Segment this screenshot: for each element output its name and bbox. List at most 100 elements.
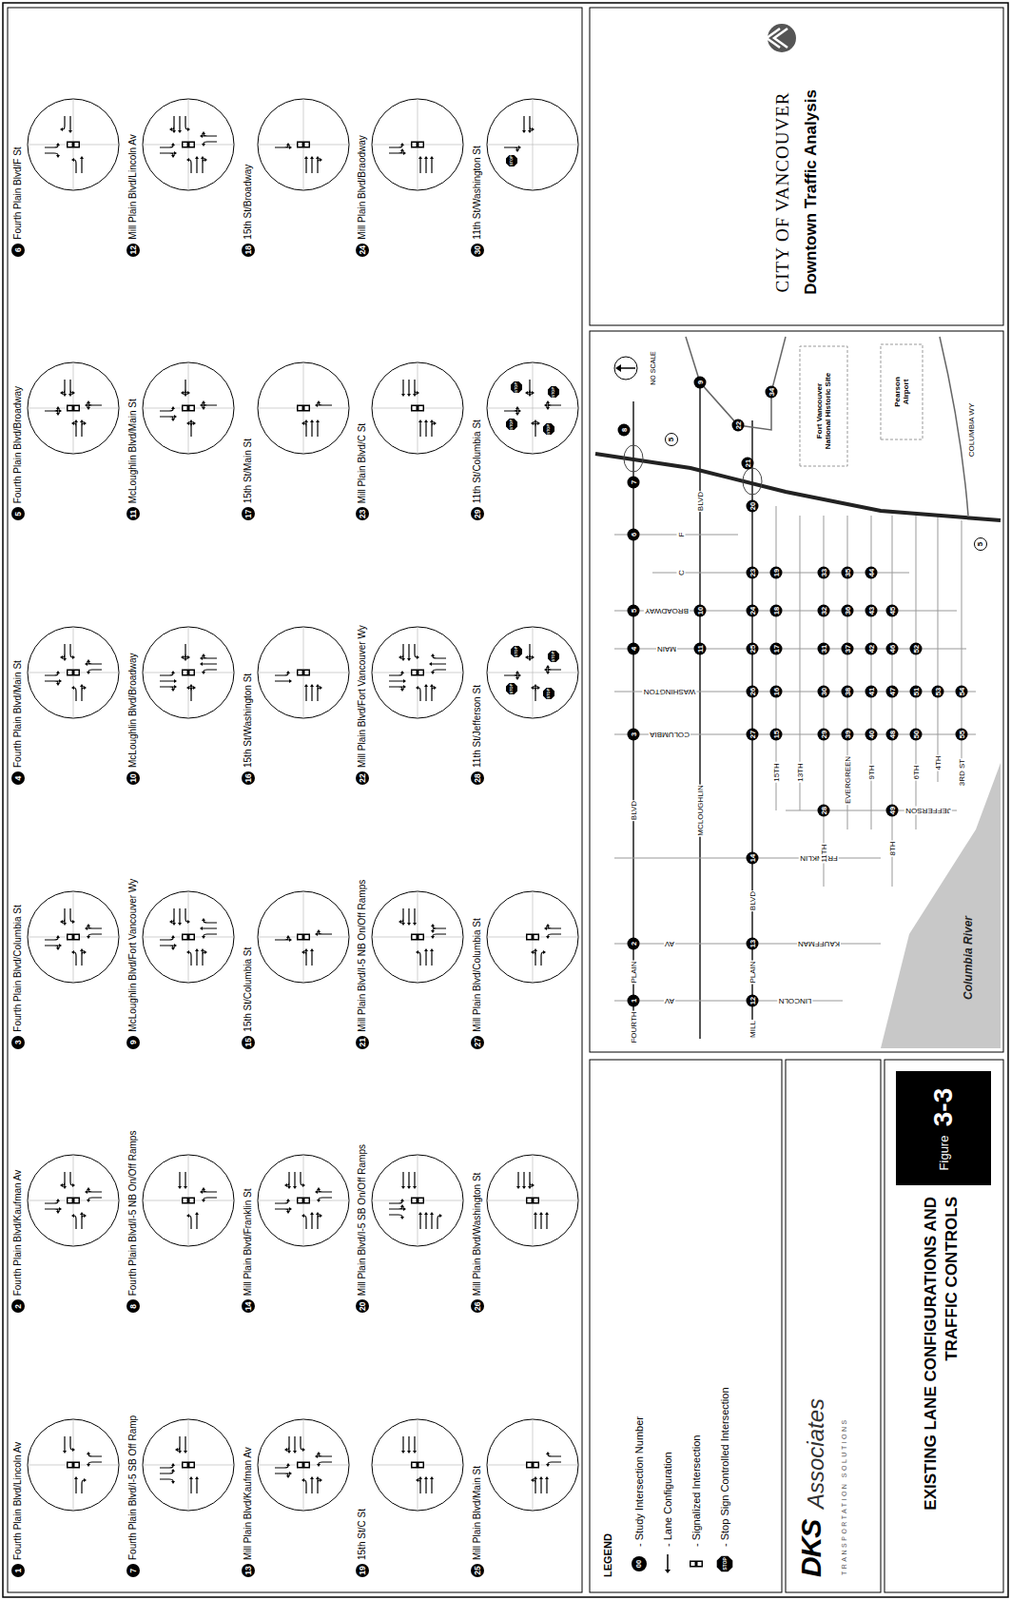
lane-arrow (432, 926, 447, 931)
lane-arrow-head (68, 393, 73, 397)
lane-arrow-head (201, 400, 206, 404)
intersection-outline (27, 626, 119, 719)
lane-arrow-head (316, 1463, 321, 1467)
lane-arrow-head (289, 1471, 292, 1476)
lane-arrow (431, 662, 447, 664)
lane-arrow-head (86, 1186, 91, 1190)
lane-arrow-head (429, 419, 434, 423)
intersection-circle: 1615th St/Washington St (240, 560, 351, 785)
lane-arrow (202, 951, 205, 966)
lane-arrow-head (407, 658, 411, 662)
intersection-drawing (369, 295, 466, 521)
vicinity-map (595, 336, 1001, 1049)
signal-lamp (182, 934, 187, 939)
intersection-drawing (25, 32, 121, 257)
lane-arrow-head (543, 950, 546, 954)
lane-arrow (529, 1171, 532, 1186)
lane-arrow-head (531, 655, 535, 660)
intersection-drawing (25, 560, 121, 785)
signal-lamp (182, 1462, 187, 1467)
intersection-name: Mill Plain Blvd/C St (355, 423, 370, 504)
lane-group (177, 1171, 217, 1229)
signal-lamp (68, 1198, 73, 1203)
lane-arrow (69, 116, 71, 131)
lane-arrow-head (433, 421, 437, 426)
lane-arrow-head (189, 683, 194, 687)
lane-arrow-head (171, 155, 175, 158)
intersection-circle: 1515th St/Columbia St (240, 824, 351, 1050)
map-label: C (677, 568, 686, 577)
intersection-outline (142, 98, 234, 191)
lane-arrow-head (301, 1477, 305, 1482)
signal-lamp (75, 406, 79, 410)
street-line (699, 382, 701, 1039)
intersection-heading: 1Fourth Plain Blvd/Lincoln Av (10, 1441, 26, 1577)
intersection-drawing (140, 1352, 236, 1577)
lane-arrow-head (545, 1463, 550, 1467)
lane-arrow (403, 1436, 405, 1451)
lane-arrow-head (83, 421, 87, 426)
lane-arrow (202, 927, 217, 929)
lane-arrow (159, 680, 175, 681)
lane-arrow (541, 952, 544, 966)
intersection-number: 12 (126, 243, 140, 257)
lane-arrow-head (301, 421, 305, 426)
lane-group (516, 1171, 549, 1229)
lane-arrow-head (174, 414, 177, 419)
intersection-outline (27, 362, 119, 454)
legend-sample-number: 00 (631, 1555, 647, 1572)
lane-arrow (541, 1478, 543, 1494)
lane-arrow (408, 1436, 410, 1451)
lane-arrow (547, 933, 562, 936)
callout-number: 4 (627, 642, 641, 656)
intersection-number: 21 (355, 1035, 370, 1050)
map-label: MCLOUGHLIN (696, 783, 705, 837)
lane-arrow-head (187, 127, 191, 132)
lane-arrow (88, 1461, 102, 1464)
river (880, 762, 1001, 1049)
lane-arrow (74, 1215, 77, 1229)
approach (284, 1171, 306, 1189)
signal-symbol (181, 933, 195, 940)
lane-arrow-head (429, 1476, 434, 1479)
lane-arrow-head (424, 419, 428, 423)
approach (174, 1436, 188, 1454)
lane-arrow (418, 1478, 421, 1494)
intersection-drawing (25, 824, 121, 1050)
intersection-drawing (25, 1352, 121, 1577)
callout-number: 51 (910, 685, 923, 699)
lane-arrow-head (531, 127, 535, 132)
signal-lamp (412, 406, 417, 410)
lane-arrow (44, 145, 59, 148)
lane-arrow-head (412, 393, 417, 397)
lane-arrow-head (319, 1213, 323, 1218)
lane-arrow-head (189, 1476, 194, 1479)
city-logo (767, 23, 797, 53)
figure-box (895, 1070, 992, 1186)
lane-arrow (388, 1206, 404, 1209)
map-label: BROADWAY (643, 606, 690, 616)
callout-number: 46 (886, 642, 899, 656)
signal-lamp (297, 406, 302, 410)
lane-arrow (274, 673, 289, 676)
lane-arrow (414, 1171, 416, 1186)
lane-arrow (159, 416, 175, 419)
intersection-outline (486, 98, 579, 191)
lane-arrow (202, 158, 205, 174)
lane-arrow-head (71, 950, 75, 954)
intersection-drawing (255, 824, 351, 1050)
intersection-circle: 2911th St/Columbia St (469, 295, 581, 521)
approach (84, 659, 102, 675)
lane-arrow-head (515, 412, 520, 416)
approach (530, 948, 546, 966)
map-label: 4TH (933, 754, 943, 771)
lane-arrow-head (416, 390, 420, 395)
lane-arrow-head (62, 922, 67, 926)
lane-arrow-head (200, 155, 205, 159)
lane-arrow-head (286, 1198, 291, 1202)
intersection-outline (27, 1419, 119, 1511)
intersection-name: Fourth Plain Blvd/F St (11, 146, 25, 239)
intersection-name: Mill Plain Blvd/I-5 NB On/Off Ramps (355, 879, 370, 1032)
lane-arrow (274, 937, 290, 940)
approach (44, 934, 62, 951)
